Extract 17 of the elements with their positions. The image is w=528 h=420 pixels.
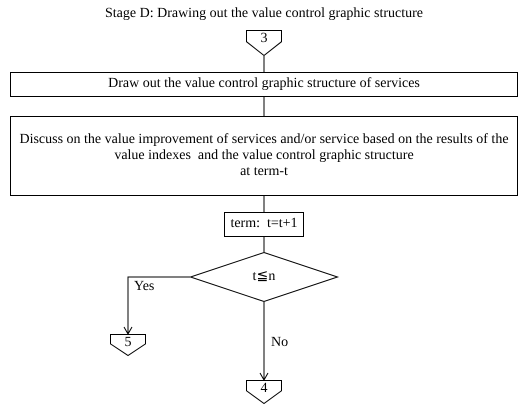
process-box <box>224 212 304 237</box>
node-text: term: t=t+1 <box>230 216 298 233</box>
decision-diamond <box>190 252 338 302</box>
node-text: 3 <box>260 31 268 48</box>
arrow <box>124 276 190 334</box>
process-box <box>10 116 518 196</box>
process-box <box>10 72 518 97</box>
node-text: t≦n <box>252 268 276 286</box>
off-page-connector <box>246 30 282 56</box>
diagram-title: Stage D: Drawing out the value control graphic structure <box>104 6 424 22</box>
node-text: Draw out the value control graphic structure of services <box>108 76 420 93</box>
arrow <box>260 302 268 380</box>
node-text: at term-t <box>240 164 288 180</box>
off-page-connector <box>110 334 146 356</box>
off-page-connector <box>246 380 282 404</box>
node-text: 4 <box>260 381 268 398</box>
node-text: 5 <box>124 335 132 352</box>
